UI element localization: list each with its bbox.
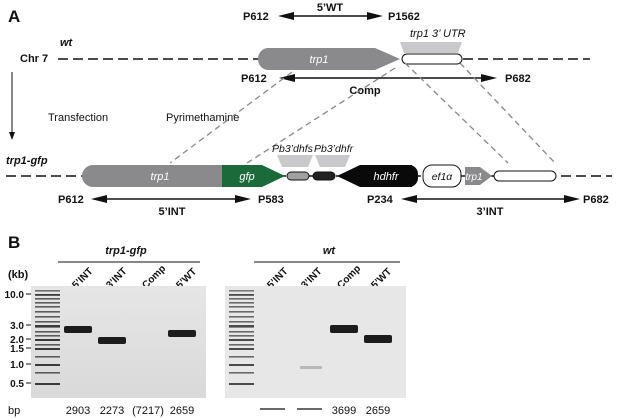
pb3dhfs-box bbox=[286, 171, 310, 181]
trp1-utr-highlight bbox=[400, 42, 462, 53]
bp-left-5wt: 2659 bbox=[170, 405, 194, 417]
pb3dhfr-box bbox=[312, 171, 336, 181]
ladder-10kb: 10.0 bbox=[5, 290, 25, 301]
ladder-0-5kb: 0.5 bbox=[10, 379, 24, 390]
bp-label: bp bbox=[8, 405, 20, 417]
gfp-label: gfp bbox=[239, 171, 254, 183]
gel-left-title: trp1-gfp bbox=[105, 245, 147, 257]
amplicon-3int bbox=[401, 195, 580, 203]
primer-p1562: P1562 bbox=[388, 11, 420, 23]
chromosome-label: Chr 7 bbox=[20, 53, 48, 65]
trp1-3prime-label: trp1 bbox=[465, 172, 482, 183]
pb3dhfr-highlight bbox=[315, 155, 350, 167]
wt-trp1-label: trp1 bbox=[310, 54, 329, 66]
amplicon-5wt-label: 5’WT bbox=[317, 2, 344, 14]
panel-a-label: A bbox=[8, 7, 20, 26]
primer-p612-top: P612 bbox=[243, 11, 269, 23]
gel-right bbox=[225, 286, 406, 398]
amplicon-5int bbox=[91, 195, 251, 203]
transfection-label: Transfection bbox=[48, 112, 108, 124]
ladder-1-5kb: 1.5 bbox=[10, 344, 24, 355]
trp1-utr-label: trp1 3’ UTR bbox=[410, 28, 466, 40]
ef1a-label: ef1α bbox=[432, 171, 454, 183]
ef1a-box bbox=[422, 164, 462, 188]
ladder-3kb: 3.0 bbox=[10, 321, 24, 332]
bp-left-comp: (7217) bbox=[132, 405, 164, 417]
hdhfr-label: hdhfr bbox=[373, 171, 399, 183]
amplicon-3int-label: 3’INT bbox=[477, 206, 504, 218]
primer-p682-mid: P682 bbox=[505, 73, 531, 85]
hdhfr-arrow bbox=[337, 165, 412, 187]
kb-label: (kb) bbox=[8, 269, 29, 281]
pb3dhfr-label: Pb3’dhfr bbox=[314, 143, 354, 155]
bp-right-comp: 3699 bbox=[332, 405, 356, 417]
amplicon-comp-label: Comp bbox=[349, 85, 380, 97]
panel-b-label: B bbox=[8, 233, 20, 252]
primer-p583: P583 bbox=[258, 194, 284, 206]
ladder-2kb: 2.0 bbox=[10, 335, 24, 346]
trp1-gfp-utr-box bbox=[493, 170, 557, 182]
bp-right-5wt: 2659 bbox=[366, 405, 390, 417]
primer-p234: P234 bbox=[367, 194, 394, 206]
wt-utr-box bbox=[401, 53, 463, 65]
trp1-gfp-trp1-label: trp1 bbox=[151, 171, 170, 183]
bp-left-3int: 2273 bbox=[100, 405, 124, 417]
bp-left-5int: 2903 bbox=[66, 405, 90, 417]
ladder-1kb: 1.0 bbox=[10, 360, 24, 371]
trp1-gfp-locus-label: trp1-gfp bbox=[6, 155, 48, 167]
gel-left bbox=[31, 286, 206, 398]
wt-locus-label: wt bbox=[60, 37, 74, 49]
amplicon-5wt bbox=[278, 12, 383, 20]
trp1-3prime-arrow bbox=[465, 167, 492, 185]
gfp-arrow bbox=[222, 165, 285, 187]
pyrimethamine-label: Pyrimethamine bbox=[166, 112, 239, 124]
pb3dhfs-highlight bbox=[277, 155, 313, 167]
crossover-lines bbox=[169, 62, 556, 164]
primer-p612-bottom: P612 bbox=[58, 194, 84, 206]
primer-p612-mid: P612 bbox=[241, 73, 267, 85]
amplicon-comp bbox=[279, 74, 497, 82]
pb3dhfs-label: Pb3’dhfs bbox=[272, 143, 314, 155]
gel-right-title: wt bbox=[323, 245, 337, 257]
ladder-labels: 10.0 3.0 2.0 1.5 1.0 0.5 bbox=[5, 290, 25, 390]
primer-p682-bottom: P682 bbox=[583, 194, 609, 206]
wt-trp1-arrow bbox=[267, 48, 400, 70]
amplicon-5int-label: 5’INT bbox=[159, 206, 186, 218]
